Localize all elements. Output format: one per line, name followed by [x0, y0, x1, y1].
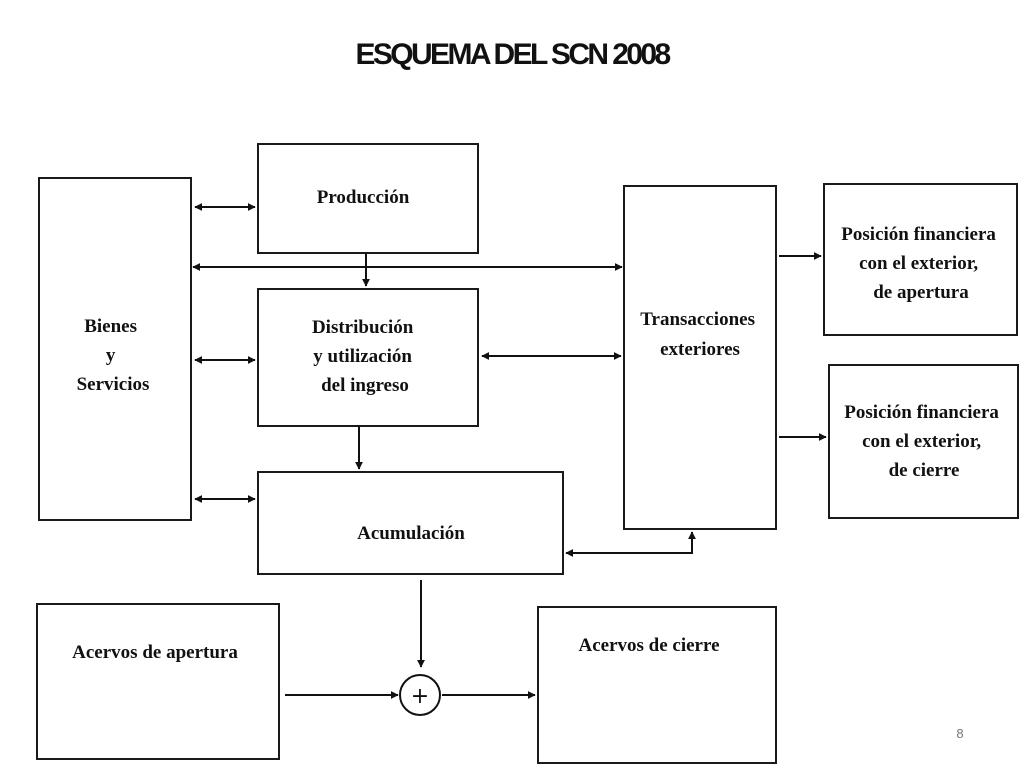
- box-acumulacion-label: Acumulación: [357, 523, 465, 544]
- box-acervos-apertura: Acervos de apertura: [36, 603, 280, 760]
- box-produccion: Producción: [257, 143, 479, 254]
- box-bienes-label: Bienes y Servicios: [77, 316, 150, 395]
- box-acervos-cierre-label: Acervos de cierre: [578, 635, 719, 656]
- box-produccion-label: Producción: [317, 187, 410, 208]
- box-acervos-apertura-label: Acervos de apertura: [72, 642, 238, 663]
- box-posicion-cierre: Posición financiera con el exterior, de …: [828, 364, 1019, 519]
- sum-node: +: [399, 674, 441, 716]
- box-distribucion: Distribución y utilización del ingreso: [257, 288, 479, 427]
- box-posicion-apertura-label: Posición financiera con el exterior, de …: [841, 224, 1000, 303]
- box-acervos-cierre: Acervos de cierre: [537, 606, 777, 764]
- box-bienes-y-servicios: Bienes y Servicios: [38, 177, 192, 521]
- box-transacciones-exteriores: Transacciones exteriores: [623, 185, 777, 530]
- plus-icon: +: [411, 684, 429, 709]
- box-distribucion-label: Distribución y utilización del ingreso: [312, 317, 418, 396]
- box-posicion-cierre-label: Posición financiera con el exterior, de …: [844, 402, 1003, 481]
- box-posicion-apertura: Posición financiera con el exterior, de …: [823, 183, 1018, 336]
- box-transacciones-label: Transacciones exteriores: [640, 309, 759, 360]
- page-number: 8: [956, 726, 964, 741]
- slide-title: ESQUEMA DEL SCN 2008: [355, 38, 671, 71]
- arrow-acumulacion-transacciones: [565, 531, 696, 557]
- box-acumulacion: Acumulación: [257, 471, 564, 575]
